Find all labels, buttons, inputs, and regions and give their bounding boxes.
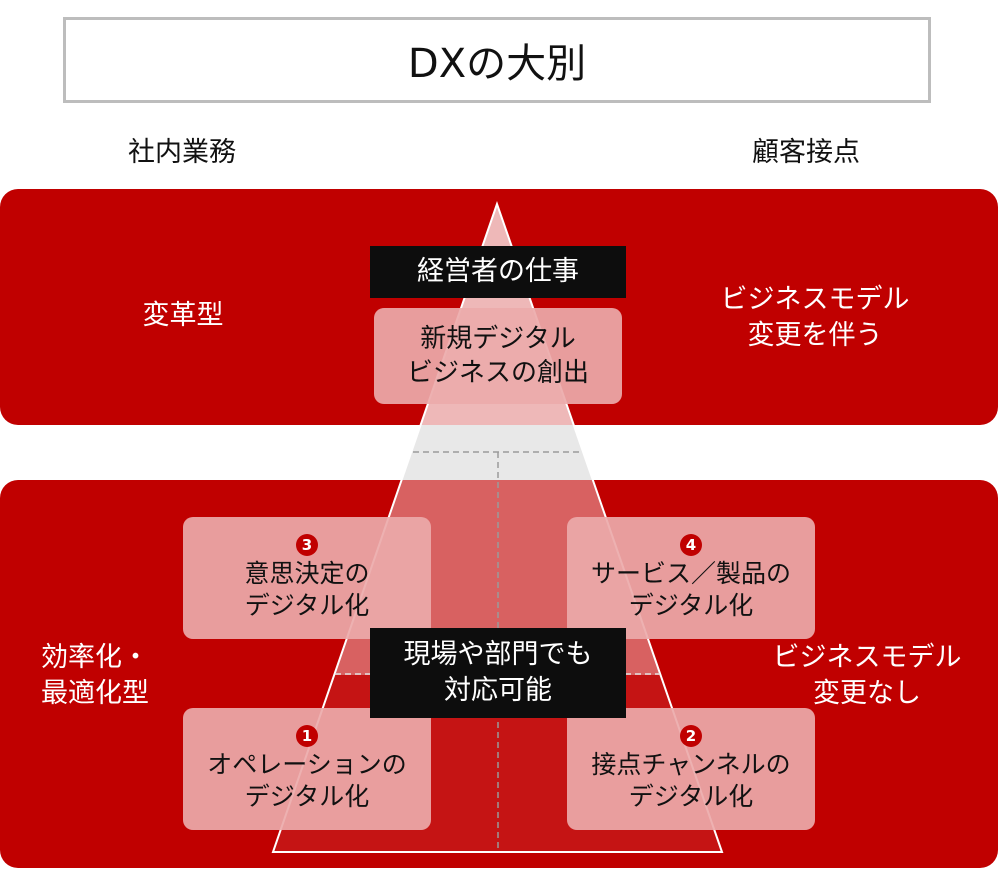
label-transformation-type: 変革型 bbox=[142, 300, 224, 331]
box-line: 対応可能 bbox=[444, 675, 552, 706]
field-capable-box: 現場や部門でも 対応可能 bbox=[370, 628, 626, 718]
card-line: 新規デジタル bbox=[420, 324, 576, 354]
label-line: 最適化型 bbox=[41, 678, 149, 709]
label-no-business-model-change: ビジネスモデル 変更なし bbox=[752, 640, 982, 712]
card-line: ビジネスの創出 bbox=[406, 358, 589, 388]
number-badge: 4 bbox=[680, 534, 702, 556]
label-line: 効率化・ bbox=[41, 642, 149, 673]
card-line: デジタル化 bbox=[244, 591, 370, 620]
executive-work-text: 経営者の仕事 bbox=[417, 256, 579, 287]
box-line: 現場や部門でも bbox=[403, 639, 593, 670]
column-header-customer: 顧客接点 bbox=[752, 137, 860, 168]
label-business-model-change: ビジネスモデル 変更を伴う bbox=[690, 282, 940, 354]
label-line: ビジネスモデル bbox=[772, 642, 962, 673]
card-line: 接点チャンネルの bbox=[591, 750, 791, 779]
pyramid-gap-section bbox=[273, 425, 722, 480]
number-badge: 2 bbox=[680, 725, 702, 747]
label-line: 変更なし bbox=[813, 678, 921, 709]
label-line: ビジネスモデル bbox=[720, 284, 910, 315]
card-service-product-digitalization: 4 サービス／製品の デジタル化 bbox=[567, 517, 815, 639]
number-badge: 1 bbox=[296, 725, 318, 747]
card-line: デジタル化 bbox=[244, 782, 370, 811]
label-line: 変更を伴う bbox=[747, 320, 883, 351]
label-efficiency-type: 効率化・ 最適化型 bbox=[20, 640, 170, 712]
card-line: オペレーションの bbox=[207, 750, 407, 779]
card-line: デジタル化 bbox=[628, 591, 754, 620]
card-line: デジタル化 bbox=[628, 782, 754, 811]
card-line: 意思決定の bbox=[244, 559, 370, 588]
card-operation-digitalization: 1 オペレーションの デジタル化 bbox=[183, 708, 431, 830]
card-channel-digitalization: 2 接点チャンネルの デジタル化 bbox=[567, 708, 815, 830]
card-decision-digitalization: 3 意思決定の デジタル化 bbox=[183, 517, 431, 639]
diagram-title: DXの大別 bbox=[63, 17, 931, 103]
number-badge: 3 bbox=[296, 534, 318, 556]
executive-work-box: 経営者の仕事 bbox=[370, 246, 626, 298]
column-header-internal: 社内業務 bbox=[128, 137, 236, 168]
diagram-title-text: DXの大別 bbox=[407, 41, 587, 87]
card-line: サービス／製品の bbox=[590, 559, 791, 588]
card-new-digital-business: 新規デジタル ビジネスの創出 bbox=[374, 308, 622, 404]
